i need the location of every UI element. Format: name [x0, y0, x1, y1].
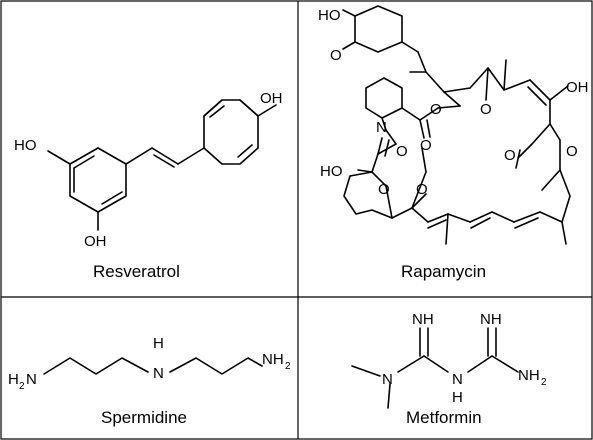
rapamycin-pyran-o-label: O	[378, 181, 390, 198]
resveratrol-oh-right-label: OH	[260, 90, 283, 107]
rapamycin-ketone2-o-label: O	[566, 143, 578, 160]
spermidine-nh2-right-label: NH	[262, 351, 284, 368]
metformin-n-bridge-label: N	[452, 371, 463, 388]
spermidine-2-right-subscript: 2	[285, 361, 291, 372]
rapamycin-ketone1-o-label: O	[480, 101, 492, 118]
rapamycin-hemiketal-ho-label: HO	[320, 163, 343, 180]
rapamycin-ho-top-label: HO	[318, 7, 341, 24]
metformin-nh2-label: NH	[518, 367, 540, 384]
rapamycin-methoxy2-o-label: O	[504, 147, 516, 164]
metformin-nh-right-label: NH	[480, 311, 502, 328]
spermidine-h-center-label: H	[153, 335, 164, 352]
metformin-n-dimethyl-label: N	[382, 371, 393, 388]
metformin-structure: NH NH N N H NH 2 Metformin	[351, 311, 547, 427]
spermidine-n-center-label: N	[153, 365, 164, 382]
rapamycin-oh-right-label: OH	[566, 79, 589, 96]
rapamycin-amide-o-label: O	[396, 143, 408, 160]
spermidine-n-left-label: N	[26, 371, 37, 388]
rapamycin-methoxy3-o-label: O	[416, 181, 428, 198]
rapamycin-n-label: N	[376, 119, 387, 136]
rapamycin-structure: HO O N O O O OH O O O HO O O Rapamycin	[318, 5, 589, 281]
spermidine-h-left-label: H	[8, 371, 19, 388]
resveratrol-structure: HO OH OH Resveratrol	[14, 90, 283, 281]
spermidine-2-left-subscript: 2	[19, 381, 25, 392]
metformin-h-bridge-label: H	[452, 389, 463, 406]
spermidine-name-label: Spermidine	[101, 408, 187, 427]
metformin-nh2-subscript: 2	[541, 377, 547, 388]
resveratrol-name-label: Resveratrol	[93, 262, 180, 281]
spermidine-structure: H 2 N H N NH 2 Spermidine	[8, 335, 291, 427]
resveratrol-oh-bottom-label: OH	[84, 233, 107, 250]
rapamycin-ester-carbonyl-o-label: O	[420, 137, 432, 154]
rapamycin-name-label: Rapamycin	[401, 262, 486, 281]
metformin-nh-left-label: NH	[412, 311, 434, 328]
rapamycin-ester-o-label: O	[430, 101, 442, 118]
rapamycin-methoxy1-o-label: O	[330, 47, 342, 64]
metformin-name-label: Metformin	[406, 408, 482, 427]
resveratrol-ho-left-label: HO	[14, 137, 37, 154]
